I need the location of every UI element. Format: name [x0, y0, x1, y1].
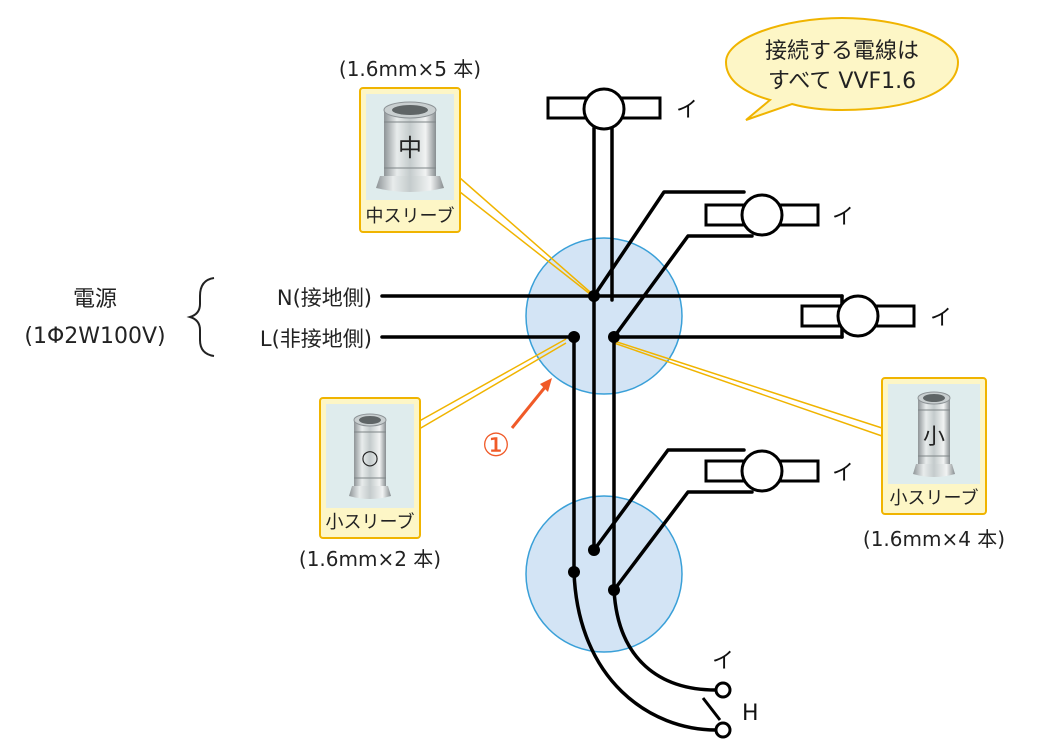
- callout-line2: すべて VVF1.6: [768, 69, 916, 94]
- lamp-top: イ: [546, 87, 698, 131]
- sleeve-point-lower-n: [588, 544, 600, 556]
- lamp-middle-right: イ: [800, 294, 952, 338]
- callout-line1: 接続する電線は: [765, 39, 919, 64]
- sleeve-card-medium: (1.6mm×5 本) 中 中スリーブ: [339, 57, 481, 233]
- wire-lower-lamp-a: [592, 448, 746, 552]
- lamp-lower-right: イ: [704, 449, 854, 493]
- switch-label-h: H: [742, 701, 759, 726]
- wire-l-label: L(非接地側): [260, 327, 372, 351]
- connection-points: [568, 290, 620, 596]
- wire-lower-lamp-b: [612, 490, 754, 592]
- sleeve-card-small-right: 小 小スリーブ (1.6mm×4 本): [863, 377, 1005, 551]
- sleeve-small-left-name: 小スリーブ: [326, 511, 415, 533]
- junction-box-upper: [525, 237, 683, 395]
- marker-1: ①: [482, 378, 552, 464]
- sleeve-small-left-quantity: (1.6mm×2 本): [299, 547, 441, 571]
- sleeve-card-small-left: ○ 小スリーブ (1.6mm×2 本): [299, 397, 441, 571]
- sleeve-small-right-quantity: (1.6mm×4 本): [863, 527, 1005, 551]
- marker-arrow-shaft: [510, 385, 548, 429]
- sleeve-point-lower-return: [608, 584, 620, 596]
- sleeve-small-right-stamp: 小: [923, 425, 945, 450]
- leader-lines: [413, 177, 883, 437]
- power-title: 電源: [73, 287, 117, 312]
- marker-number: ①: [482, 426, 511, 464]
- sleeve-small-right-name: 小スリーブ: [890, 487, 979, 509]
- wire-n-label: N(接地側): [277, 286, 372, 310]
- switch-lever: [701, 697, 722, 721]
- sleeve-point-n: [588, 290, 600, 302]
- wire-switch-b: [572, 570, 718, 732]
- switch-label-i: イ: [712, 649, 734, 674]
- junction-box-lower: [525, 495, 683, 653]
- marker-arrow-head: [540, 378, 552, 392]
- sleeve-point-lower-l: [568, 566, 580, 578]
- switch-terminal-bottom: [714, 721, 732, 739]
- wire-upper-lamp-b: [612, 234, 754, 339]
- switch-terminal-top: [714, 681, 732, 699]
- sleeve-small-left-stamp: ○: [361, 445, 378, 469]
- sleeve-small-left-image: ○: [349, 413, 391, 499]
- sleeve-medium-quantity: (1.6mm×5 本): [339, 57, 481, 81]
- wires: [380, 126, 844, 732]
- lamp-upper-right-label: イ: [832, 205, 854, 230]
- wire-switch-a: [612, 588, 718, 692]
- lamp-upper-right: イ: [704, 193, 854, 237]
- lamp-lower-right-label: イ: [832, 461, 854, 486]
- power-brace: [186, 277, 215, 357]
- sleeve-small-right-image: 小: [913, 391, 955, 477]
- sleeve-medium-name: 中スリーブ: [366, 205, 455, 227]
- lamp-middle-right-label: イ: [930, 306, 952, 331]
- sleeve-point-l: [568, 331, 580, 343]
- sleeve-medium-image: 中: [376, 101, 444, 192]
- callout-bubble: 接続する電線は すべて VVF1.6: [724, 16, 960, 121]
- lamp-top-label: イ: [676, 98, 698, 123]
- switch: イ H: [701, 649, 759, 739]
- power-source: 電源 (1Φ2W100V) N(接地側) L(非接地側): [24, 277, 372, 357]
- sleeve-medium-stamp: 中: [398, 134, 422, 162]
- wire-upper-lamp-a: [592, 190, 746, 298]
- sleeve-point-return: [608, 331, 620, 343]
- power-spec: (1Φ2W100V): [24, 324, 165, 349]
